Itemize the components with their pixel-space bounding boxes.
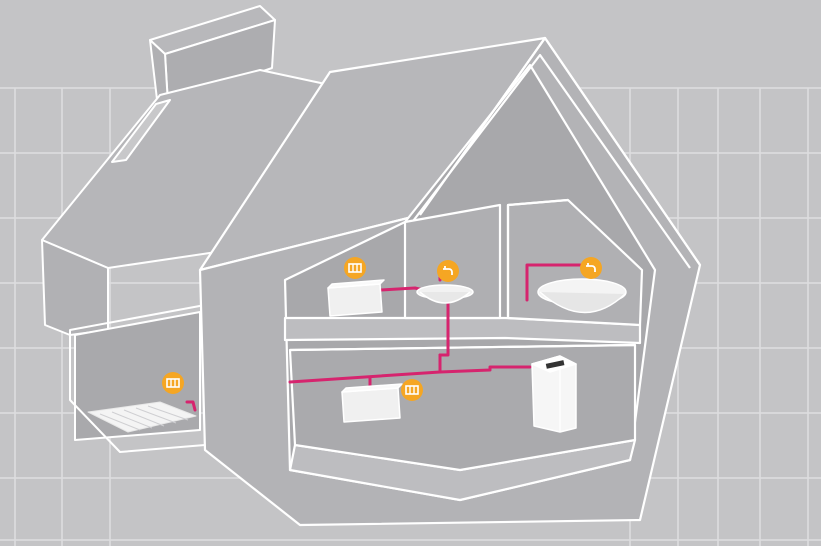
pipe-to-upper	[438, 316, 450, 374]
markers	[162, 257, 602, 401]
radiator-icon	[401, 379, 423, 401]
heating-pipes	[185, 263, 582, 412]
left-house-block	[41, 5, 331, 453]
pipe-to-boiler	[438, 365, 532, 374]
radiator-icon	[162, 372, 184, 394]
floor-heating-room-frame	[69, 304, 206, 453]
pipe-bath	[525, 263, 582, 302]
faucet-icon	[580, 257, 602, 279]
appliances	[327, 278, 627, 433]
pipe-floor-heating	[185, 400, 197, 412]
upper-right-room-frame	[506, 198, 569, 318]
underfloor-heating-grid	[99, 405, 189, 431]
roof-skylight	[111, 99, 171, 163]
boiler-unit	[531, 355, 577, 433]
ground-radiator	[341, 383, 403, 423]
bath-tub	[537, 278, 627, 314]
upper-sink	[416, 284, 474, 304]
radiator-icon	[344, 257, 366, 279]
roof-eave-inner	[409, 53, 691, 269]
upper-floor-slab	[283, 316, 642, 345]
faucet-icon	[437, 260, 459, 282]
upper-radiator	[327, 279, 385, 317]
